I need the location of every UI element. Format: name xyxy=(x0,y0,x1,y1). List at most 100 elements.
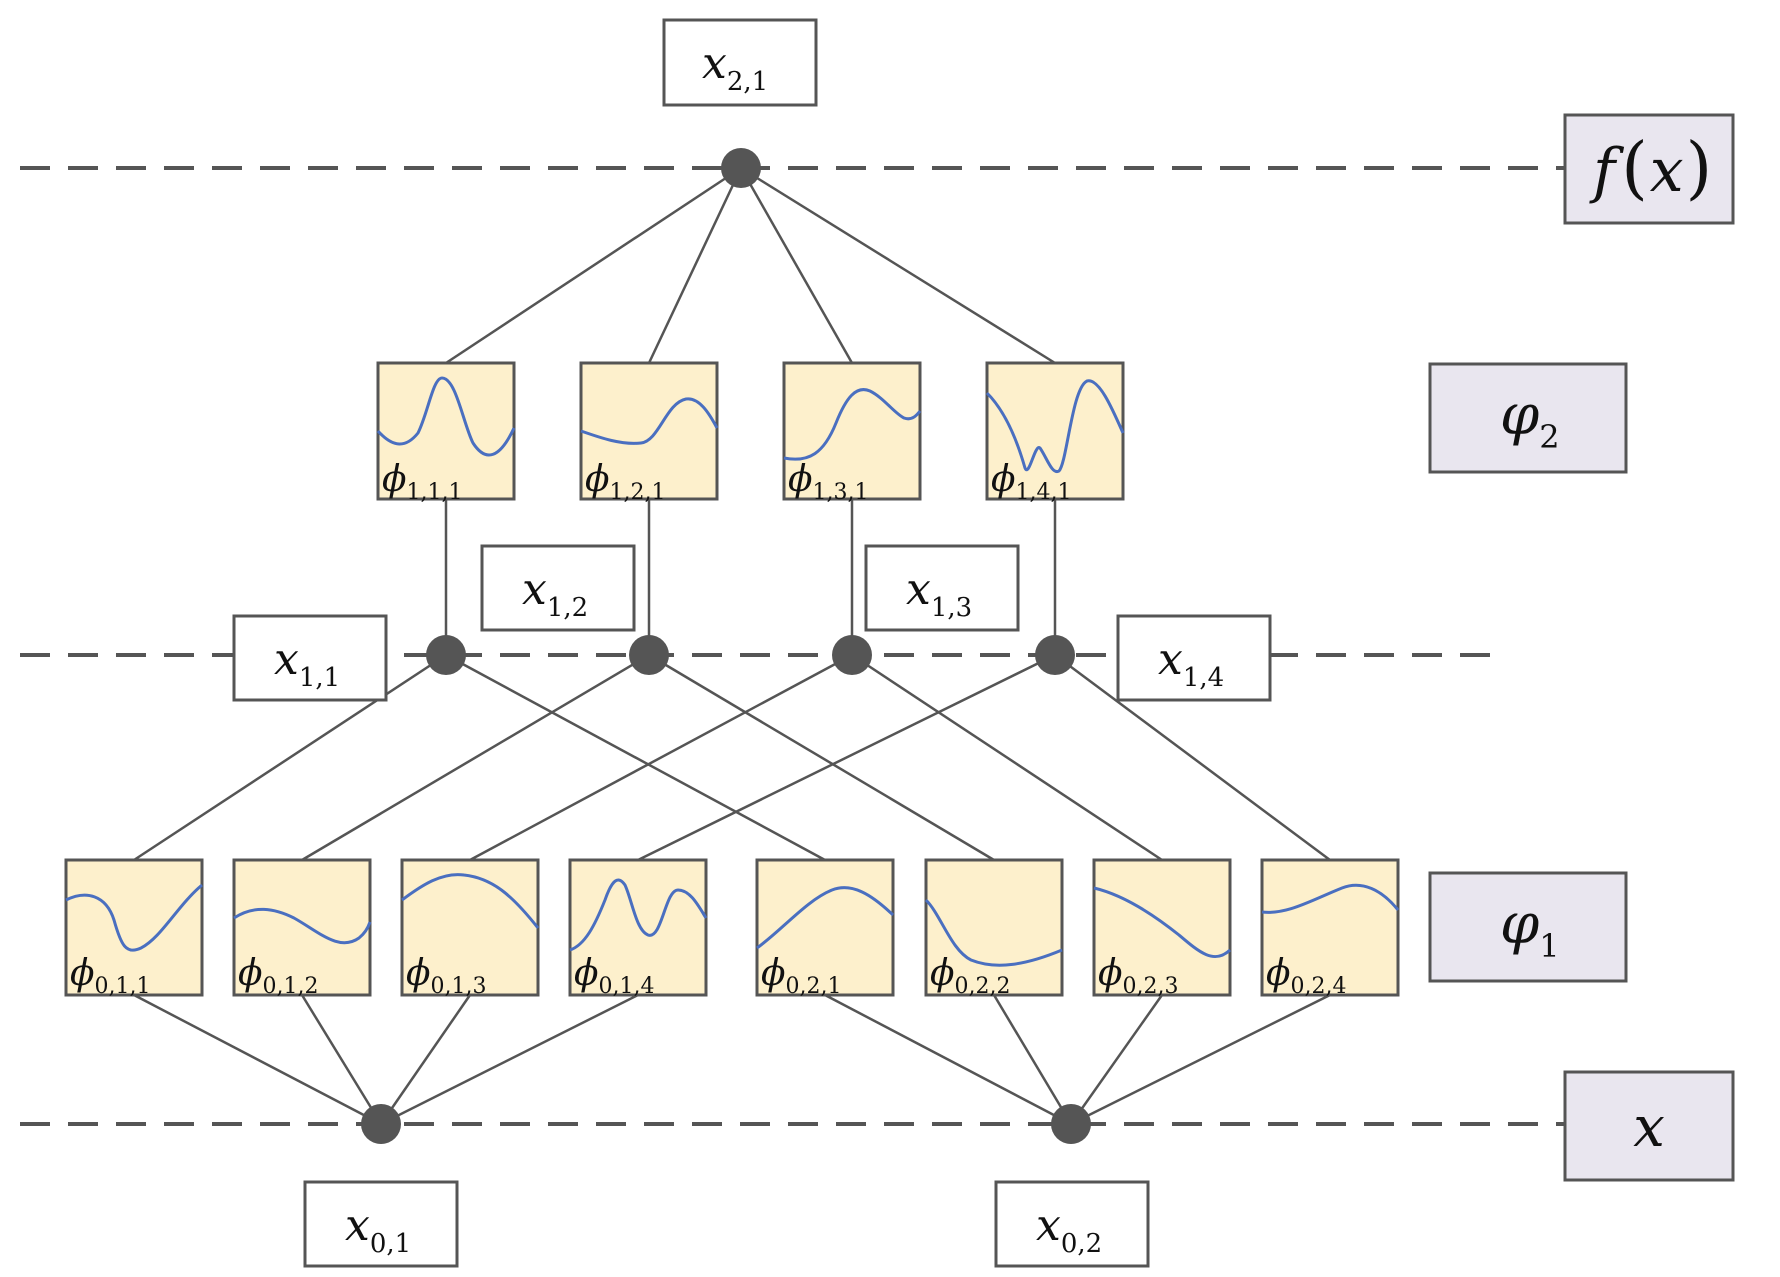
function-curve xyxy=(401,873,540,929)
node-output xyxy=(721,148,761,188)
node-input-1 xyxy=(361,1104,401,1144)
node-label-sub: 0,1 xyxy=(370,1229,411,1259)
side-label-var: x xyxy=(1650,136,1684,206)
svg-text:ϕ0,1,4: ϕ0,1,4 xyxy=(574,953,655,999)
svg-text:ϕ1,3,1: ϕ1,3,1 xyxy=(788,459,869,505)
function-label-sub: 1,2,1 xyxy=(610,480,666,505)
node-labels: x2,1 x1,1 x1,2 x1,3 x1,4 x0,1 x0,2 xyxy=(232,18,1272,1268)
function-box: ϕ0,2,1 xyxy=(755,858,895,999)
function-label-sub: 1,3,1 xyxy=(813,480,869,505)
function-box: ϕ1,4,1 xyxy=(985,361,1125,505)
function-curve xyxy=(985,379,1125,474)
node-label-base: x xyxy=(522,564,547,615)
function-label-base: ϕ xyxy=(574,953,599,994)
side-label-paren-open: ( xyxy=(1621,129,1648,208)
node-label-base: x xyxy=(1158,634,1183,685)
node-label-box: x0,2 xyxy=(994,1180,1150,1268)
edge xyxy=(1054,653,1331,862)
node-label-sub: 1,3 xyxy=(931,593,972,623)
side-label-paren-close: ) xyxy=(1686,129,1713,208)
edge xyxy=(1070,993,1331,1126)
svg-text:x2,1: x2,1 xyxy=(702,38,768,97)
node-label-sub: 1,1 xyxy=(299,663,340,693)
function-curve xyxy=(376,376,516,457)
svg-text:φ2: φ2 xyxy=(1500,383,1560,456)
functions-layer1: ϕ0,1,1 ϕ0,1,2 ϕ0,1,3 ϕ0,1,4 ϕ0,2,1 ϕ0,2,… xyxy=(64,858,1400,999)
function-curve xyxy=(756,886,895,950)
function-curve xyxy=(1093,886,1232,959)
svg-text:ϕ0,1,2: ϕ0,1,2 xyxy=(238,953,319,999)
svg-text:ϕ1,2,1: ϕ1,2,1 xyxy=(585,459,666,505)
svg-text:ϕ1,1,1: ϕ1,1,1 xyxy=(382,459,463,505)
side-label-sub: 1 xyxy=(1539,927,1559,965)
node-label-sub: 1,4 xyxy=(1183,663,1224,693)
nodes xyxy=(361,148,1091,1144)
edge xyxy=(133,653,447,862)
function-label-sub: 0,2,1 xyxy=(786,974,842,999)
svg-text:ϕ1,4,1: ϕ1,4,1 xyxy=(991,459,1072,505)
node-label-box: x1,4 xyxy=(1116,614,1272,702)
node-input-2 xyxy=(1051,1104,1091,1144)
node-label-sub: 2,1 xyxy=(727,67,768,97)
function-box: ϕ1,2,1 xyxy=(579,361,719,505)
node-label-base: x xyxy=(274,634,299,685)
edge xyxy=(300,994,383,1125)
function-label-sub: 0,1,1 xyxy=(95,974,151,999)
node-label-box: x1,3 xyxy=(864,544,1020,632)
functions-layer2: ϕ1,1,1 ϕ1,2,1 ϕ1,3,1 ϕ1,4,1 xyxy=(376,361,1125,505)
svg-text:x1,2: x1,2 xyxy=(522,564,588,623)
function-box: ϕ0,2,2 xyxy=(924,858,1064,999)
function-label-sub: 0,2,2 xyxy=(955,974,1011,999)
function-label-base: ϕ xyxy=(930,953,955,994)
node-label-box: x0,1 xyxy=(303,1180,459,1268)
function-box: ϕ1,3,1 xyxy=(782,361,922,505)
svg-text:f(x): f(x) xyxy=(1589,129,1712,208)
function-curve xyxy=(569,878,708,952)
edge xyxy=(740,166,1056,365)
function-curve xyxy=(1261,883,1400,914)
function-box: ϕ0,2,3 xyxy=(1092,858,1232,999)
node-hidden-4 xyxy=(1035,635,1075,675)
function-box: ϕ0,2,4 xyxy=(1260,858,1400,999)
function-curve xyxy=(233,907,372,945)
svg-text:x1,1: x1,1 xyxy=(274,634,340,693)
side-label-phi2: φ2 xyxy=(1428,362,1628,474)
function-curve xyxy=(580,397,719,445)
side-label-x-text: x xyxy=(1633,1095,1665,1160)
node-label-box: x2,1 xyxy=(662,18,818,107)
node-label-box: x1,1 xyxy=(232,614,388,702)
function-label-base: ϕ xyxy=(382,459,407,500)
svg-text:x0,1: x0,1 xyxy=(345,1200,411,1259)
edge xyxy=(637,653,1056,862)
node-label-box: x1,2 xyxy=(480,544,636,632)
function-box: ϕ0,1,2 xyxy=(232,858,372,999)
function-label-sub: 0,1,2 xyxy=(263,974,319,999)
function-label-base: ϕ xyxy=(1266,953,1291,994)
function-label-base: ϕ xyxy=(991,459,1016,500)
function-label-base: ϕ xyxy=(1098,953,1123,994)
node-hidden-2 xyxy=(629,635,669,675)
function-label-base: ϕ xyxy=(70,953,95,994)
svg-text:ϕ0,1,1: ϕ0,1,1 xyxy=(70,953,151,999)
side-label-base: φ xyxy=(1500,892,1539,957)
function-box: ϕ0,1,4 xyxy=(568,858,708,999)
function-label-base: ϕ xyxy=(406,953,431,994)
svg-text:x0,2: x0,2 xyxy=(1036,1200,1102,1259)
node-label-base: x xyxy=(702,38,727,89)
function-curve xyxy=(783,388,922,461)
svg-text:ϕ0,2,4: ϕ0,2,4 xyxy=(1266,953,1347,999)
edge xyxy=(1069,994,1164,1125)
edge xyxy=(824,993,1072,1126)
side-label-phi1: φ1 xyxy=(1428,871,1628,983)
edge xyxy=(648,653,995,862)
function-label-sub: 1,4,1 xyxy=(1016,480,1072,505)
node-label-base: x xyxy=(345,1200,370,1251)
function-label-sub: 0,2,3 xyxy=(1123,974,1179,999)
svg-text:φ1: φ1 xyxy=(1500,892,1560,965)
edge xyxy=(133,993,382,1126)
node-label-sub: 0,2 xyxy=(1061,1229,1102,1259)
edge xyxy=(739,167,854,364)
node-label-base: x xyxy=(1036,1200,1061,1251)
function-label-sub: 0,1,4 xyxy=(599,974,655,999)
svg-text:ϕ0,2,3: ϕ0,2,3 xyxy=(1098,953,1179,999)
